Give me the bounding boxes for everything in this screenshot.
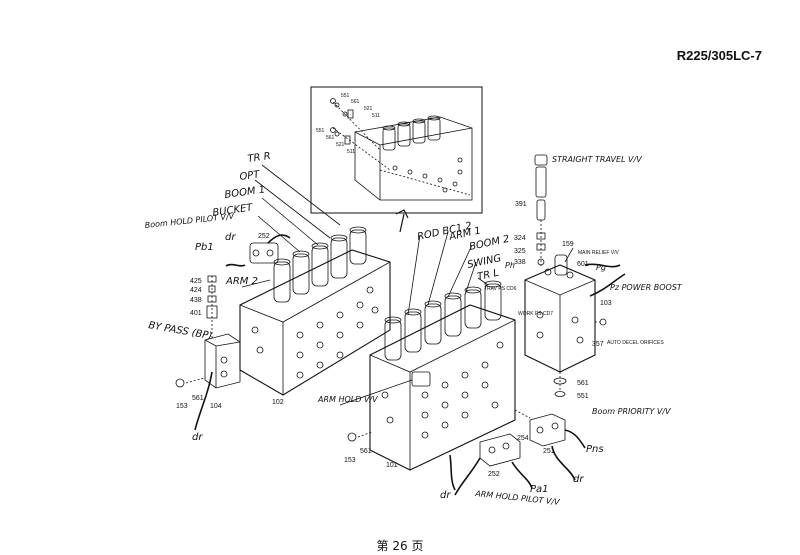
part-561-right: 561 <box>577 380 589 387</box>
arm-hold-valve <box>339 371 431 406</box>
part-252-bottom: 252 <box>488 471 500 478</box>
label-tr-r: TR R <box>247 151 271 165</box>
label-boom-hold-pilot: Boom HOLD PILOT V/V <box>144 212 235 230</box>
part-511-inset-b: 511 <box>347 149 355 155</box>
inset-detail-box <box>310 86 483 214</box>
left-valve-block <box>239 226 391 396</box>
part-401: 401 <box>190 310 202 317</box>
label-straight-travel: STRAIGHT TRAVEL V/V <box>552 155 642 164</box>
part-438: 438 <box>190 297 202 304</box>
label-dr-1: dr <box>225 232 236 243</box>
inset-spools <box>382 115 441 151</box>
part-521-inset-a: 521 <box>364 106 373 112</box>
label-tr-l: TR L <box>476 268 500 283</box>
label-dr-4: dr <box>440 490 451 501</box>
part-424: 424 <box>190 287 202 294</box>
label-opt: OPT <box>239 169 261 183</box>
part-551-right: 551 <box>577 393 589 400</box>
part-101: 101 <box>386 462 398 469</box>
label-boom-priority: Boom PRIORITY V/V <box>592 407 671 416</box>
label-pz-power-boost: Pz POWER BOOST <box>610 283 683 292</box>
part-254: 254 <box>517 435 529 442</box>
label-pg: Pg <box>596 263 606 272</box>
label-arm-hold-vv: ARM HOLD V/V <box>317 395 378 404</box>
part-561-center: 561 <box>360 448 372 455</box>
right-valve-block <box>524 154 626 397</box>
part-521-inset-b: 521 <box>336 142 345 148</box>
part-338: 338 <box>514 259 526 266</box>
part-561-inset-b: 561 <box>326 135 335 141</box>
part-551-inset-a: 551 <box>341 93 350 99</box>
part-561-inset-a: 561 <box>351 99 360 105</box>
page-number: 第 26 页 <box>376 539 424 553</box>
label-trav-ps: TRAV PS CD6 <box>484 286 517 292</box>
label-arm2: ARM 2 <box>225 276 258 287</box>
part-601: 601 <box>577 261 589 268</box>
part-561-left: 561 <box>192 395 204 402</box>
part-159: 159 <box>562 241 574 248</box>
part-104: 104 <box>210 403 222 410</box>
inset-ports <box>392 157 463 193</box>
part-391: 391 <box>515 201 527 208</box>
bypass-valve <box>175 333 241 431</box>
part-153-center: 153 <box>344 457 356 464</box>
part-551-inset-b: 551 <box>316 128 325 134</box>
part-425: 425 <box>190 278 202 285</box>
boom-priority-valve <box>514 409 586 481</box>
part-102: 102 <box>272 399 284 406</box>
label-pa1: Pa1 <box>530 484 549 495</box>
label-auto-decel: AUTO DECEL ORIFICES <box>607 340 664 346</box>
left-parts-stack <box>206 275 218 340</box>
arm-hold-pilot-valve <box>454 433 533 496</box>
part-325: 325 <box>514 248 526 255</box>
part-511-inset-a: 511 <box>372 113 380 119</box>
label-boom1-left: BOOM 1 <box>224 184 266 201</box>
model-number: R225/305LC-7 <box>676 48 762 63</box>
label-main-relief: MAIN RELIEF V/V <box>578 250 620 256</box>
label-work-ps: WORK PS CD7 <box>518 311 553 317</box>
part-357: 357 <box>592 341 604 348</box>
part-103: 103 <box>600 300 612 307</box>
label-bypass: BY PASS (BP) <box>147 320 212 342</box>
label-ph: Ph <box>505 261 515 270</box>
label-pb1: Pb1 <box>195 242 214 253</box>
label-dr-2: dr <box>192 432 203 443</box>
boom-hold-pilot-valve <box>225 234 291 267</box>
part-252-left: 252 <box>258 233 270 240</box>
part-324: 324 <box>514 235 526 242</box>
label-dr-3: dr <box>573 474 584 485</box>
part-153-left: 153 <box>176 403 188 410</box>
part-251: 251 <box>543 448 555 455</box>
central-valve-block <box>369 231 516 471</box>
label-pns: Pns <box>586 444 604 455</box>
